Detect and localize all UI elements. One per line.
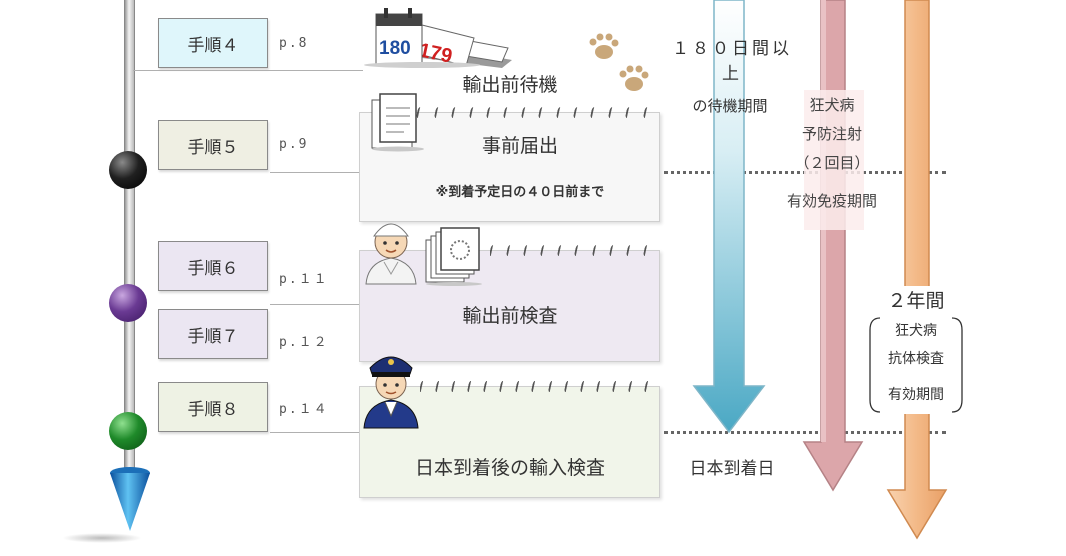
step-7-label: 手順７ (187, 326, 239, 347)
purple-ball-icon (109, 284, 147, 322)
arrival-dotted-line (664, 431, 946, 434)
inspector-icon (365, 223, 417, 285)
step-4-page[interactable]: p.8 (279, 36, 309, 51)
cone-arrow-icon (110, 467, 150, 531)
stage-inspection-card: 輸出前検査 (359, 245, 660, 362)
papers-icon (425, 227, 482, 286)
vaccine-immunity-arrow (802, 0, 864, 492)
black-ball-icon (109, 151, 147, 189)
calendar-icon: 178 179 180 (364, 8, 512, 68)
stage-notice-label: 事前届出 (481, 135, 558, 157)
stage-notice-note: ※到着予定日の４０日前まで (435, 185, 605, 200)
waiting-period-arrow (692, 0, 766, 434)
stage-inspection-label: 輸出前検査 (462, 305, 558, 327)
step-8-page[interactable]: p.１４ (279, 402, 329, 417)
waiting-period-line2: の待機期間 (692, 97, 768, 115)
vaccine-line1: 狂犬病 (809, 96, 855, 114)
arrival-label: 日本到着日 (689, 459, 775, 479)
step-5-page[interactable]: p.9 (279, 137, 309, 152)
step-8-label: 手順８ (187, 399, 239, 420)
connector-line (270, 172, 360, 173)
step-4-box[interactable]: 手順４ (158, 18, 268, 68)
step-5-box[interactable]: 手順５ (158, 120, 268, 170)
step-8-box[interactable]: 手順８ (158, 382, 268, 432)
step-7-box[interactable]: 手順７ (158, 309, 268, 359)
vaccine-line3: （２回目） (794, 154, 870, 172)
step-6-page[interactable]: p.１１ (279, 272, 329, 287)
connector-line (133, 70, 363, 71)
calendar-day1: 180 (379, 38, 411, 59)
binder-holes (420, 381, 649, 395)
antibody-line3: 有効期間 (888, 387, 944, 403)
bracket-frame (869, 317, 963, 413)
antibody-line2: 抗体検査 (888, 351, 944, 367)
police-officer-icon (363, 356, 419, 429)
stage-import-card: 日本到着後の輸入検査 (359, 381, 660, 498)
green-ball-icon (109, 412, 147, 450)
document-icon (371, 93, 424, 152)
pink-arrow-text-bg (804, 90, 864, 230)
step-6-box[interactable]: 手順６ (158, 241, 268, 291)
antibody-validity-arrow (886, 0, 948, 540)
antibody-line1: 狂犬病 (895, 323, 937, 339)
timeline-pole (124, 0, 135, 470)
step-4-label: 手順４ (187, 35, 239, 56)
stage-wait-label: 輸出前待機 (462, 74, 558, 96)
cone-shadow (62, 533, 142, 543)
antibody-title: ２年間 (870, 286, 962, 313)
orange-arrow-text-bg (868, 312, 964, 414)
stage-import-label: 日本到着後の輸入検査 (414, 457, 605, 479)
binder-holes (400, 107, 649, 121)
step-7-page[interactable]: p.１２ (279, 335, 329, 350)
step-6-label: 手順６ (187, 258, 239, 279)
step-5-label: 手順５ (187, 137, 239, 158)
connector-line (270, 304, 360, 305)
waiting-period-line1: １８０日間以上 (672, 39, 792, 84)
vaccine-line2: 予防注射 (801, 125, 862, 143)
vaccine-line4: 有効免疫期間 (786, 192, 877, 210)
paw-icon (589, 33, 649, 91)
connector-line (270, 432, 360, 433)
binder-holes (490, 245, 649, 259)
